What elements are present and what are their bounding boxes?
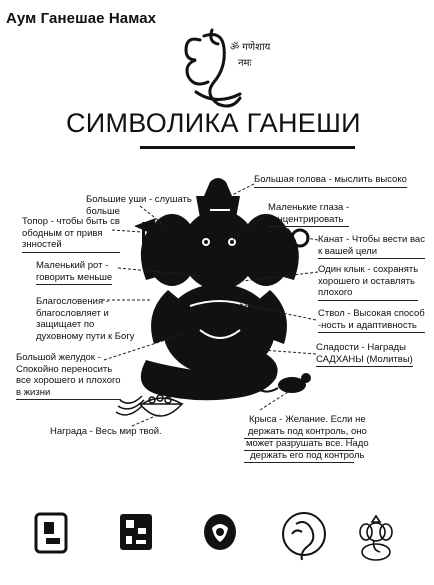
ganesha-square-glyph-icon (34, 512, 68, 554)
label-trunk: Ствол - Высокая способ -ность и адаптивн… (318, 308, 425, 333)
page-title: СИМВОЛИКА ГАНЕШИ (66, 108, 361, 138)
sweets-bowl-figure (138, 394, 184, 417)
page-header: Аум Ганешае Намах (6, 10, 157, 27)
label-big-head: Большая голова - мыслить высоко (254, 174, 407, 188)
svg-text:ॐ गणेशाय: ॐ गणेशाय (230, 41, 271, 53)
label-small-mouth: Маленький рот - говорить меньше (36, 260, 113, 285)
label-arrows (102, 183, 319, 427)
rat-figure (259, 373, 311, 393)
ganesha-circle-line-icon (282, 512, 326, 561)
bananas-figure (115, 395, 145, 416)
ganesha-round-emblem-icon (204, 514, 236, 550)
label-blessings: Благословения - благословляет и защищает… (36, 296, 135, 342)
label-axe: Топор - чтобы быть св ободным от привя з… (22, 216, 120, 253)
label-sweets: Сладости - Награды САДХАНЫ (Молитвы) (316, 342, 413, 367)
ganesha-aztec-glyph-icon (120, 514, 152, 550)
label-small-eyes: Маленькие глаза - концентрировать (268, 202, 350, 227)
rat-label-underline-3 (244, 462, 354, 464)
svg-text:नमः: नमः (238, 58, 253, 69)
ganesha-om-calligraphy-icon: ॐ गणेशाय नमः (184, 28, 271, 108)
title-underline (140, 146, 355, 149)
label-rope: Канат - Чтобы вести вас к вашей цели (318, 234, 425, 259)
label-rat: Крыса - Желание. Если не держать под кон… (246, 414, 369, 461)
label-belly: Большой желудок - Спокойно переносить вс… (16, 352, 121, 400)
label-big-ears: Большие уши - слушать больше (86, 194, 192, 217)
rat-label-underline-2 (244, 450, 354, 452)
rat-label-underline-1 (244, 438, 354, 440)
label-one-tusk: Один клык - сохранять хорошего и оставля… (318, 264, 419, 301)
ganesha-sketch-icon (359, 514, 393, 561)
label-reward: Награда - Весь мир твой. (50, 426, 162, 437)
ganesha-figure (134, 178, 310, 401)
